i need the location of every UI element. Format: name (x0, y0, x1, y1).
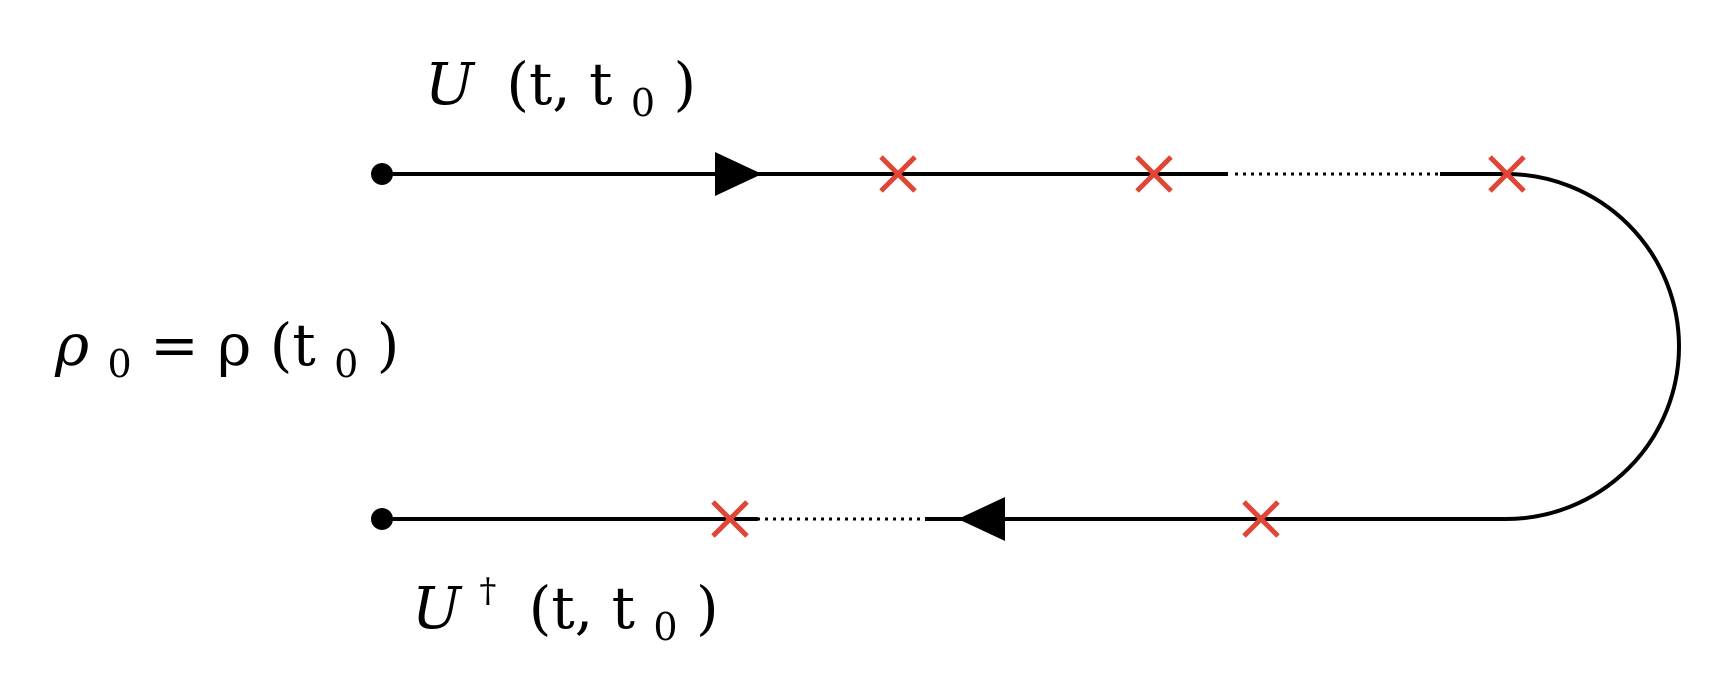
cross-icon (879, 155, 917, 193)
svg-text:U † (t, t 0: U † (t, t 0 ) (412, 548, 719, 654)
backward-subscript: 0 (653, 605, 677, 649)
forward-U-symbol: U (425, 50, 476, 118)
backward-arrow-icon (958, 497, 1005, 541)
forward-subscript: 0 (631, 81, 655, 125)
forward-evolution-label: U (t, t 0 ) (425, 50, 696, 130)
contour-path (380, 172, 1681, 521)
initial-time-subscript: 0 (334, 342, 358, 386)
insertion-markers (711, 155, 1526, 538)
backward-end-dot-icon (371, 508, 393, 530)
contour-turnaround-arc (1505, 172, 1681, 521)
backward-args: (t, t (529, 574, 635, 642)
cross-icon (1488, 155, 1526, 193)
equals-rho-args: = ρ (t (150, 311, 316, 379)
forward-close: ) (674, 50, 697, 118)
dagger-superscript: † (479, 571, 496, 611)
initial-density-label: ρ 0 = ρ (t 0 ) (54, 311, 399, 391)
backward-close: ) (696, 574, 719, 642)
rho-symbol: ρ (54, 311, 89, 379)
backward-U-symbol: U (412, 574, 463, 642)
backward-evolution-label: U † (t, t 0 ) (412, 548, 719, 654)
cross-icon (1242, 500, 1280, 538)
svg-text:ρ 0 = ρ (t: ρ 0 = ρ (t 0 ) (54, 311, 399, 391)
svg-text:U (t, t 0 ): U (t, t 0 ) (425, 50, 696, 130)
rho-subscript: 0 (108, 342, 132, 386)
forward-args: (t, t (506, 50, 612, 118)
initial-close: ) (377, 311, 400, 379)
forward-arrow-icon (715, 152, 762, 196)
forward-start-dot-icon (371, 163, 393, 185)
cross-icon (1135, 155, 1173, 193)
cross-icon (711, 500, 749, 538)
